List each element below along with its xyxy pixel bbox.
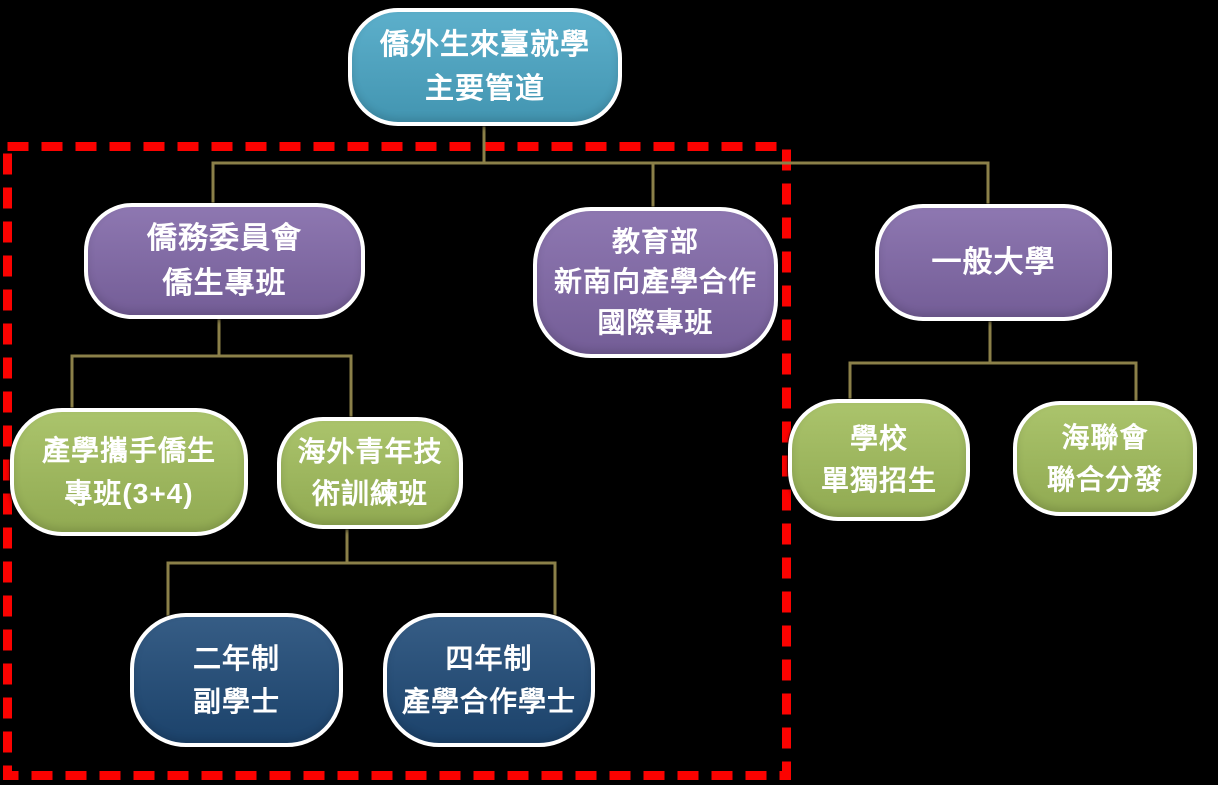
node-oyvtp-line1: 海外青年技 — [297, 436, 443, 467]
node-bachelor-4yr: 四年制 產學合作學士 — [383, 613, 595, 747]
node-moe-line3: 國際專班 — [597, 306, 714, 338]
node-associate-2yr: 二年制 副學士 — [130, 613, 343, 747]
node-ucas-distribution: 海聯會 聯合分發 — [1013, 401, 1197, 516]
connector-ocac-children-rail — [70, 354, 353, 420]
node-iacp-line1: 產學攜手僑生 — [41, 434, 216, 466]
node-school-admission: 學校 單獨招生 — [788, 399, 970, 521]
node-university-line1: 一般大學 — [931, 246, 1056, 279]
node-ocac-line2: 僑生專班 — [162, 267, 287, 300]
connector-oyvtp-children-rail — [166, 561, 557, 616]
node-ocac: 僑務委員會 僑生專班 — [84, 203, 365, 319]
node-university: 一般大學 — [875, 204, 1112, 321]
node-associate-2yr-line1: 二年制 — [192, 642, 280, 674]
node-ucas-distribution-line2: 聯合分發 — [1046, 463, 1163, 495]
node-moe-line1: 教育部 — [611, 225, 699, 257]
node-moe-line2: 新南向產學合作 — [553, 266, 757, 298]
node-associate-2yr-line2: 副學士 — [192, 686, 280, 717]
node-oyvtp-line2: 術訓練班 — [311, 478, 428, 509]
node-bachelor-4yr-line2: 產學合作學士 — [401, 686, 576, 717]
node-ucas-distribution-line1: 海聯會 — [1061, 421, 1149, 453]
node-bachelor-4yr-line1: 四年制 — [445, 642, 533, 674]
connector-university-children-rail — [848, 361, 1138, 404]
node-root: 僑外生來臺就學 主要管道 — [348, 8, 622, 126]
node-moe: 教育部 新南向產學合作 國際專班 — [533, 207, 778, 358]
node-iacp: 產學攜手僑生 專班(3+4) — [10, 408, 248, 536]
node-ocac-line1: 僑務委員會 — [147, 222, 302, 255]
connector-level2-rail — [211, 161, 990, 206]
node-root-line2: 主要管道 — [424, 73, 545, 105]
node-school-admission-line1: 學校 — [849, 423, 908, 454]
node-iacp-line2: 專班(3+4) — [64, 478, 194, 509]
highlight-dashed-border — [3, 142, 791, 780]
node-oyvtp: 海外青年技 術訓練班 — [277, 417, 463, 529]
node-school-admission-line2: 單獨招生 — [820, 465, 937, 496]
node-root-line1: 僑外生來臺就學 — [379, 28, 590, 61]
